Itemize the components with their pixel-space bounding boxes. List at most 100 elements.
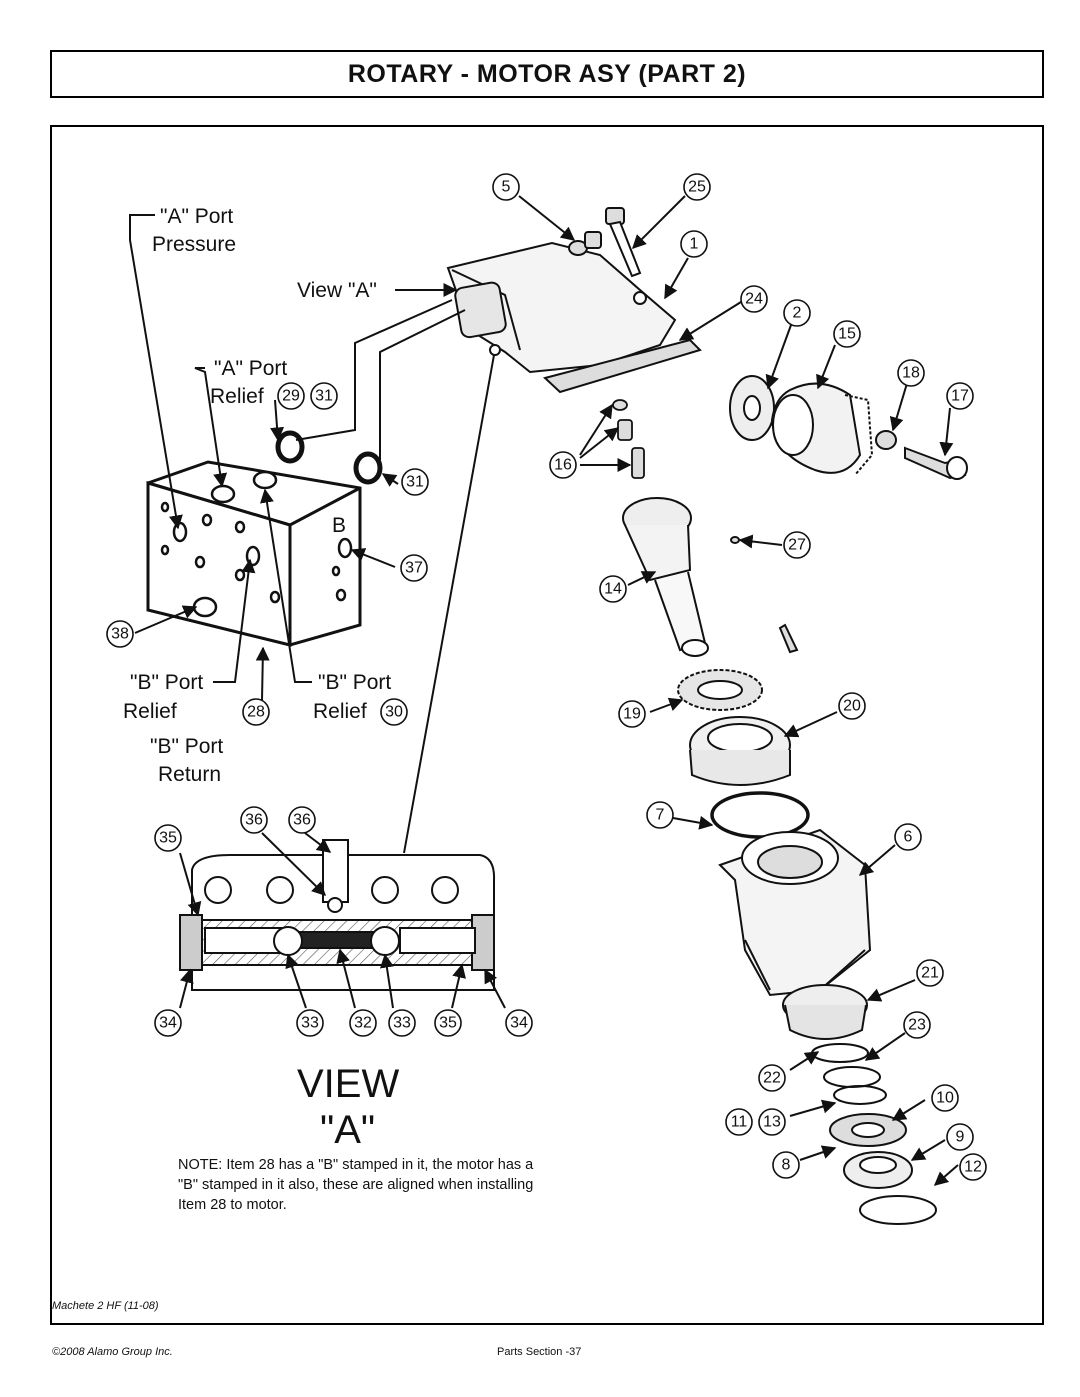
label-return: Return — [158, 763, 221, 786]
leader-lines — [129, 195, 959, 1186]
callout-27: 27 — [783, 531, 811, 559]
callout-15: 15 — [833, 320, 861, 348]
callout-14: 14 — [599, 575, 627, 603]
callout-12: 12 — [959, 1153, 987, 1181]
callout-2: 2 — [783, 299, 811, 327]
callout-33: 33 — [388, 1009, 416, 1037]
callout-16: 16 — [549, 451, 577, 479]
valve-parts — [612, 399, 645, 479]
label-a-port-relief: "A" Port — [214, 357, 287, 380]
callout-36: 36 — [240, 806, 268, 834]
callout-number: 36 — [245, 812, 263, 829]
label-a-port-pressure: "A" Port — [160, 205, 233, 228]
callout-number: 1 — [690, 236, 699, 253]
callout-8: 8 — [772, 1151, 800, 1179]
text-labels: "A" Port Pressure View "A" "A" Port Reli… — [123, 205, 399, 1152]
callout-7: 7 — [646, 801, 674, 829]
label-b-port-relief-right: "B" Port — [318, 671, 391, 694]
callout-34: 34 — [154, 1009, 182, 1037]
section-view-a — [179, 839, 496, 991]
callout-number: 24 — [745, 291, 763, 308]
callout-number: 35 — [439, 1015, 457, 1032]
callout-number: 5 — [502, 179, 511, 196]
o-rings — [275, 430, 383, 485]
callout-number: 19 — [623, 706, 641, 723]
manifold-block — [146, 460, 362, 647]
callout-number: 30 — [385, 704, 403, 721]
callout-number: 33 — [393, 1015, 411, 1032]
callout-22: 22 — [758, 1064, 786, 1092]
title-box: ROTARY - MOTOR ASY (PART 2) — [50, 50, 1044, 98]
lower-rings — [782, 984, 937, 1225]
callout-28: 28 — [242, 698, 270, 726]
callout-number: 17 — [951, 388, 969, 405]
callout-25: 25 — [683, 173, 711, 201]
callout-38: 38 — [106, 620, 134, 648]
callout-19: 19 — [618, 700, 646, 728]
callout-1: 1 — [680, 230, 708, 258]
callout-number: 15 — [838, 326, 856, 343]
label-view-a: View "A" — [297, 279, 377, 302]
callout-number: 37 — [405, 560, 423, 577]
footer-copyright: ©2008 Alamo Group Inc. — [52, 1346, 173, 1358]
callout-number: 22 — [763, 1070, 781, 1087]
callout-number: 28 — [247, 704, 265, 721]
callout-23: 23 — [903, 1011, 931, 1039]
callout-29: 29 — [277, 382, 305, 410]
callout-11: 11 — [725, 1108, 753, 1136]
callout-number: 31 — [315, 388, 333, 405]
callout-31: 31 — [310, 382, 338, 410]
callout-number: 14 — [604, 581, 622, 598]
callout-24: 24 — [740, 285, 768, 313]
callout-number: 33 — [301, 1015, 319, 1032]
callout-number: 25 — [688, 179, 706, 196]
bolt-25 — [605, 207, 642, 278]
motor-housing — [718, 828, 872, 997]
callout-number: 11 — [731, 1114, 748, 1131]
note-text: NOTE: Item 28 has a "B" stamped in it, t… — [178, 1157, 534, 1213]
callout-number: 32 — [354, 1015, 372, 1032]
plug-5 — [568, 231, 602, 256]
callout-number: 7 — [656, 807, 665, 824]
label-b-port-return: "B" Port — [150, 735, 223, 758]
callout-number: 9 — [956, 1129, 965, 1146]
callout-36: 36 — [288, 806, 316, 834]
footer-divider — [50, 1324, 1044, 1325]
callout-35: 35 — [434, 1009, 462, 1037]
callout-number: 31 — [406, 474, 424, 491]
callout-number: 2 — [793, 305, 802, 322]
footer-page-number: Parts Section -37 — [497, 1346, 582, 1358]
callout-number: 34 — [510, 1015, 528, 1032]
label-relief-b-right: Relief — [313, 700, 367, 723]
callout-number: 13 — [763, 1114, 781, 1131]
motor-cover — [446, 241, 702, 394]
callout-10: 10 — [931, 1084, 959, 1112]
label-relief-b-left: Relief — [123, 700, 177, 723]
callout-number: 27 — [788, 537, 806, 554]
callout-number: 21 — [921, 965, 939, 982]
callout-34: 34 — [505, 1009, 533, 1037]
callout-number: 18 — [902, 365, 920, 382]
label-view-big-a: "A" — [320, 1108, 375, 1152]
callout-21: 21 — [916, 959, 944, 987]
callout-number: 12 — [964, 1159, 982, 1176]
callout-number: 10 — [936, 1090, 954, 1107]
drive-shaft — [622, 497, 799, 657]
callout-31: 31 — [401, 468, 429, 496]
callout-17: 17 — [946, 382, 974, 410]
callout-number: 23 — [908, 1017, 926, 1034]
callout-37: 37 — [400, 554, 428, 582]
callout-number: 6 — [904, 829, 913, 846]
callout-30: 30 — [380, 698, 408, 726]
callout-20: 20 — [838, 692, 866, 720]
callout-number: 36 — [293, 812, 311, 829]
callout-number: 20 — [843, 698, 861, 715]
callout-number: 29 — [282, 388, 300, 405]
label-b-stamp: B — [332, 514, 346, 537]
bearings — [677, 669, 810, 839]
callout-32: 32 — [349, 1009, 377, 1037]
callout-9: 9 — [946, 1123, 974, 1151]
callout-33: 33 — [296, 1009, 324, 1037]
